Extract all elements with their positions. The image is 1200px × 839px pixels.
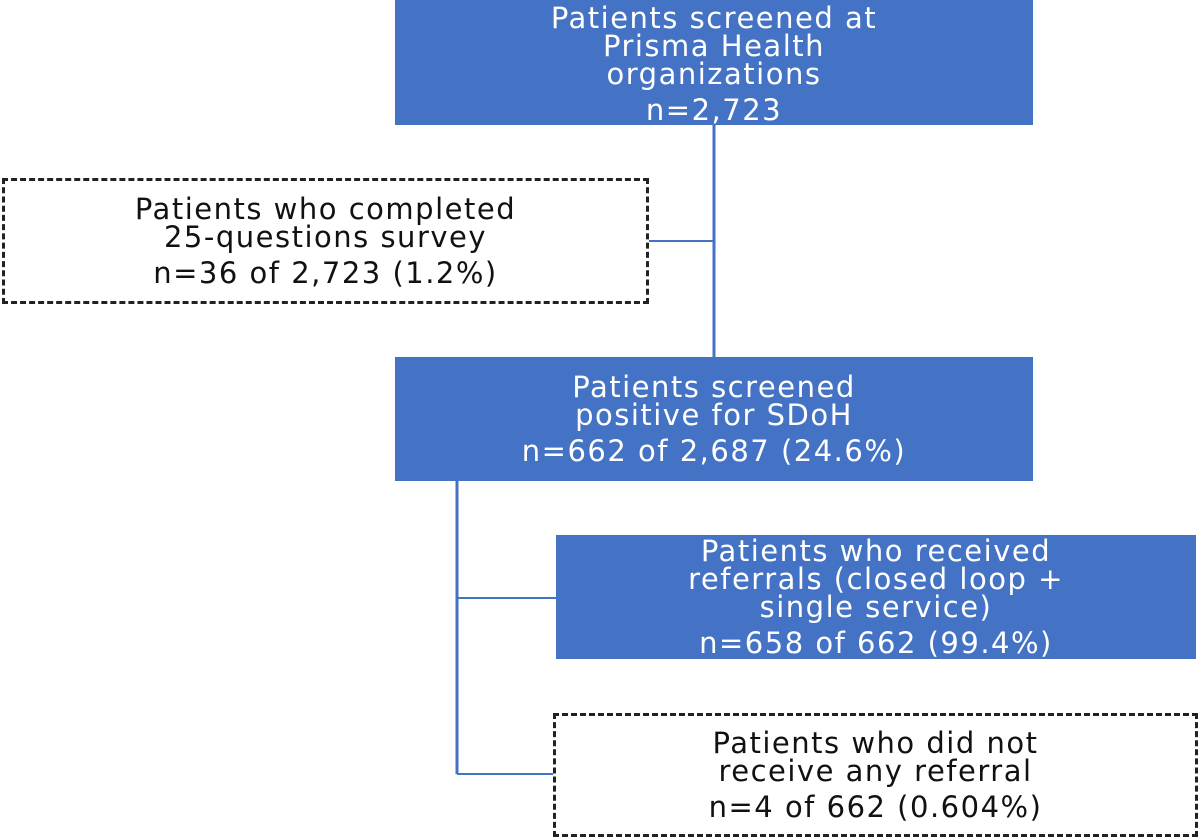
box-label-line: referrals (closed loop + xyxy=(688,562,1064,596)
box-label-line: receive any referral xyxy=(718,754,1033,788)
box-count: n=36 of 2,723 (1.2%) xyxy=(153,256,498,290)
box-label-line: positive for SDoH xyxy=(575,398,853,432)
box-label-line: 25-questions survey xyxy=(163,220,488,254)
survey-completed-box: Patients who completed 25-questions surv… xyxy=(2,178,649,304)
box-count: n=662 of 2,687 (24.6%) xyxy=(521,434,907,468)
box-label-line: Patients screened at xyxy=(550,0,878,35)
box-label-line: Patients who completed xyxy=(134,192,517,226)
received-referrals-box: Patients who received referrals (closed … xyxy=(556,535,1196,659)
no-referral-box: Patients who did not receive any referra… xyxy=(553,713,1198,837)
screened-patients-box: Patients screened at Prisma Health organ… xyxy=(395,0,1033,125)
box-count: n=4 of 662 (0.604%) xyxy=(708,790,1043,824)
box-label-line: single service) xyxy=(759,590,993,624)
box-label-line: Patients screened xyxy=(572,370,856,404)
screened-positive-box: Patients screened positive for SDoH n=66… xyxy=(395,357,1033,481)
box-label-line: Patients who received xyxy=(700,534,1052,568)
box-count: n=2,723 xyxy=(645,92,783,127)
box-label-line: organizations xyxy=(606,56,822,91)
box-count: n=658 of 662 (99.4%) xyxy=(699,626,1053,660)
box-label-line: Prisma Health xyxy=(602,28,826,63)
box-label-line: Patients who did not xyxy=(712,726,1039,760)
